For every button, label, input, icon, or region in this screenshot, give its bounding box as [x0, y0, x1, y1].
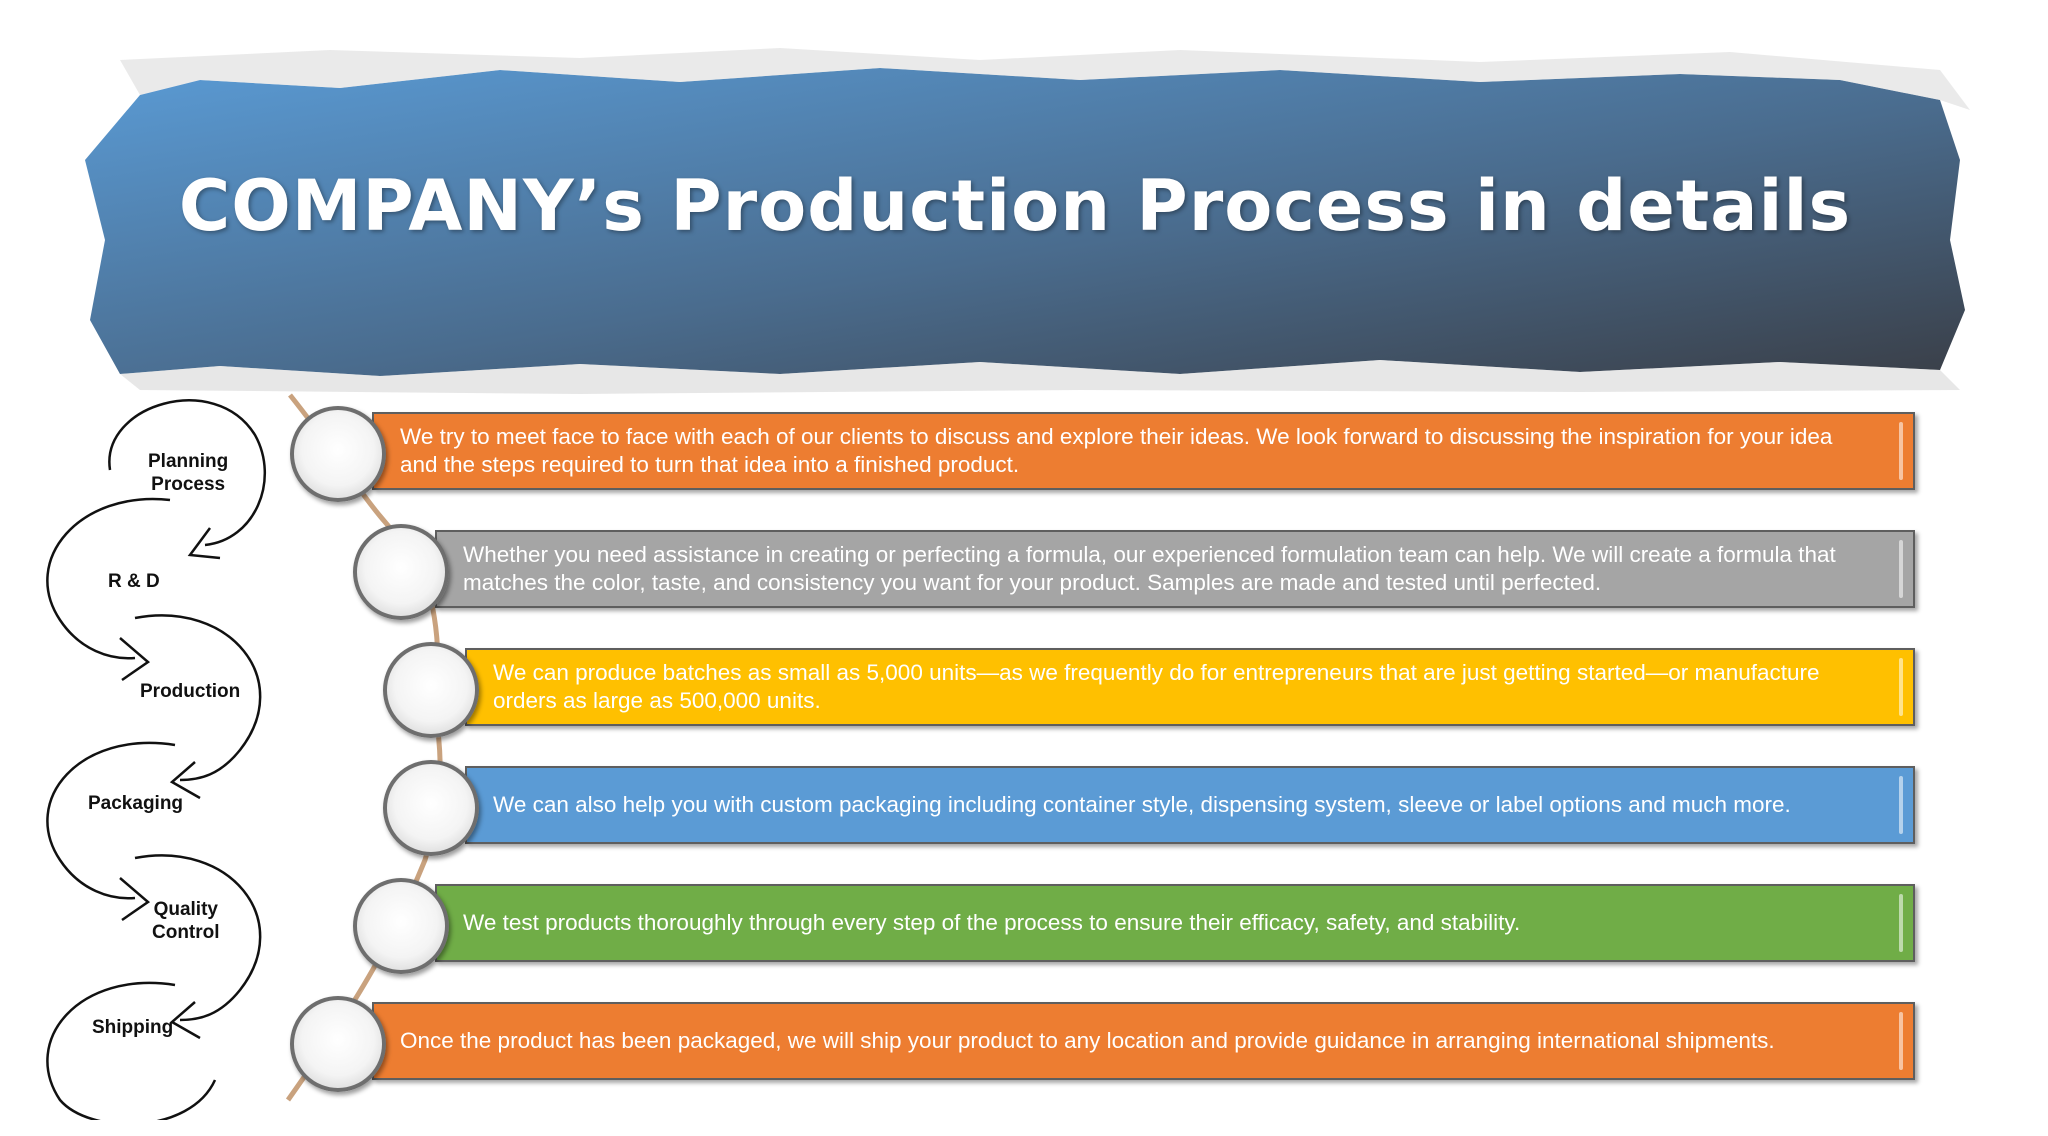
page-title: COMPANY’s Production Process in details [178, 165, 1852, 247]
description-bar: We try to meet face to face with each of… [372, 412, 1915, 490]
circular-arrows [46, 399, 266, 1126]
description-bar: Whether you need assistance in creating … [435, 530, 1915, 608]
description-bar: We can produce batches as small as 5,000… [465, 648, 1915, 726]
description-bar: We can also help you with custom packagi… [465, 766, 1915, 844]
timeline-node [290, 406, 386, 502]
description-text: Once the product has been packaged, we w… [400, 1028, 1775, 1053]
description-text: Whether you need assistance in creating … [463, 542, 1836, 595]
timeline-node [383, 760, 479, 856]
timeline-node [290, 996, 386, 1092]
step-packaging: Packaging [88, 793, 184, 814]
timeline-node [383, 642, 479, 738]
step-shipping: Shipping [92, 1017, 174, 1038]
description-bar: Once the product has been packaged, we w… [372, 1002, 1915, 1080]
description-bar: We test products thoroughly through ever… [435, 884, 1915, 962]
description-text: We can produce batches as small as 5,000… [493, 660, 1820, 713]
step-r-and-d: R & D [108, 571, 160, 592]
description-text: We try to meet face to face with each of… [400, 424, 1833, 477]
description-text: We can also help you with custom packagi… [493, 792, 1791, 817]
timeline-node [353, 878, 449, 974]
step-production: Production [140, 681, 241, 702]
title-banner [80, 40, 1980, 400]
timeline-node [353, 524, 449, 620]
description-text: We test products thoroughly through ever… [463, 910, 1521, 935]
